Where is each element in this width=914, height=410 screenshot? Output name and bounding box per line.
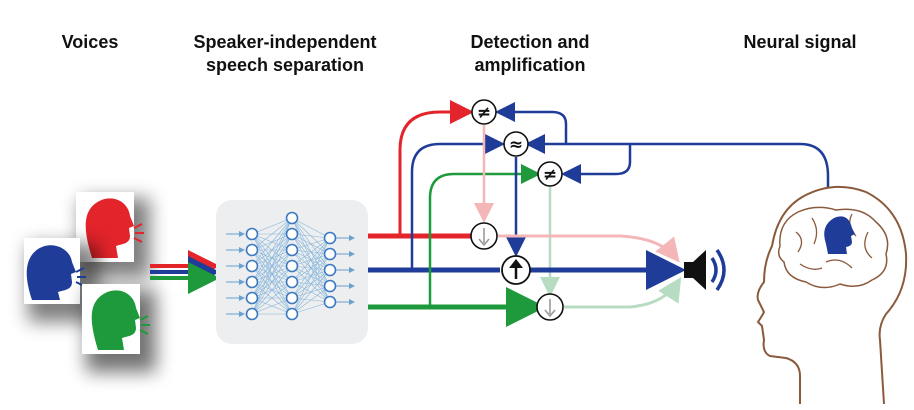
comparator-approx-equal-blue: ≈ <box>503 131 529 157</box>
nn-node <box>323 247 337 261</box>
nn-node <box>323 279 337 293</box>
listener-head-icon <box>756 185 908 405</box>
nn-node <box>245 243 259 257</box>
voices-group <box>24 192 156 372</box>
comparator-not-equal-red: ≠ <box>471 99 497 125</box>
speaker-head-green <box>82 284 156 372</box>
svg-text:≠: ≠ <box>477 103 491 123</box>
nn-node <box>285 291 299 305</box>
nn-node <box>285 275 299 289</box>
svg-text:≈: ≈ <box>509 135 523 155</box>
nn-node <box>285 211 299 225</box>
separated-streams <box>368 100 830 327</box>
nn-node <box>323 263 337 277</box>
nn-node <box>245 275 259 289</box>
svg-text:≠: ≠ <box>543 165 557 185</box>
nn-node <box>245 227 259 241</box>
nn-node <box>245 307 259 321</box>
nn-node <box>285 259 299 273</box>
nn-node <box>285 307 299 321</box>
nn-node <box>245 291 259 305</box>
speaker-head-blue <box>24 238 98 322</box>
comparator-not-equal-green: ≠ <box>537 161 563 187</box>
nn-node <box>323 231 337 245</box>
loudspeaker-icon <box>684 248 726 292</box>
header-neural-signal: Neural signal <box>743 32 857 52</box>
nn-node <box>323 295 337 309</box>
nn-node <box>245 259 259 273</box>
attenuate-down-icon-green <box>536 293 564 321</box>
mixture-arrows <box>150 250 220 294</box>
header-voices: Voices <box>61 32 119 52</box>
nn-node <box>285 227 299 241</box>
amplify-up-icon-blue <box>501 255 531 285</box>
attenuate-down-icon-red <box>470 222 498 250</box>
brain-icon <box>777 206 889 289</box>
nn-node <box>285 243 299 257</box>
neural-network <box>216 200 368 344</box>
